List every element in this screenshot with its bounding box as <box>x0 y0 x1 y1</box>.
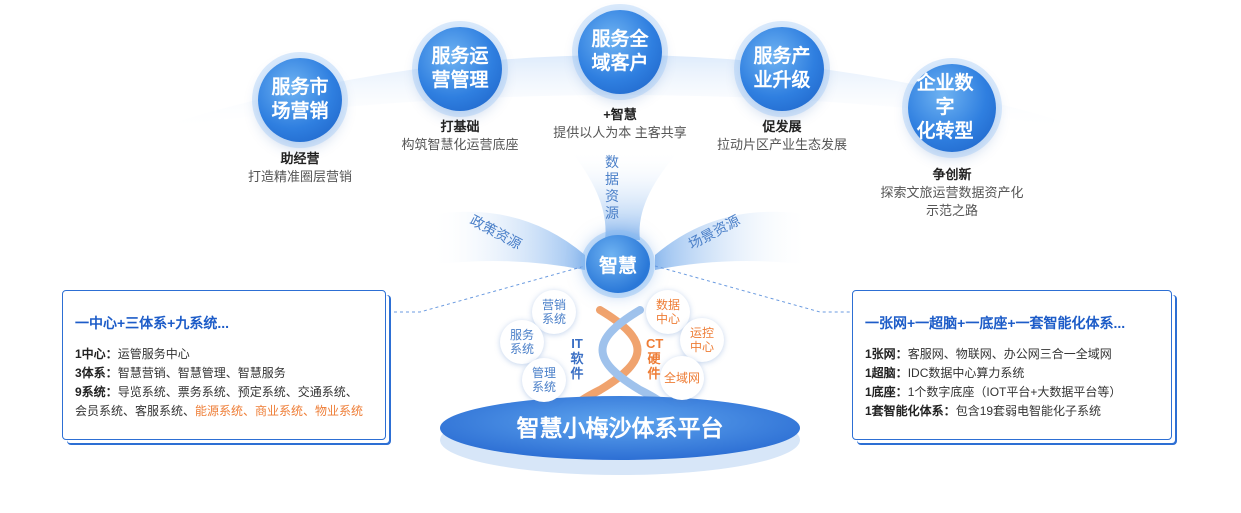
line-text: 客服网、物联网、办公网三合一全域网 <box>907 347 1112 361</box>
service-caption-title: 助经营 <box>280 151 320 166</box>
flow-data-label: 数据资源 <box>605 154 619 221</box>
bubble-text: 数据中心 <box>655 298 680 326</box>
line-key: 1底座： <box>865 385 908 399</box>
it-item-management: 管理系统 <box>522 358 566 402</box>
service-caption-title: 打基础 <box>440 119 480 134</box>
it-item-service: 服务系统 <box>500 320 544 364</box>
platform-disc <box>440 396 800 460</box>
service-name-line1: 企业数字 <box>916 73 974 118</box>
left-panel-body: 1中心：运管服务中心 3体系：智慧营销、智慧管理、智慧服务 9系统：导览系统、票… <box>75 345 363 421</box>
service-caption: 争创新 探索文旅运营数据资产化 示范之路 <box>862 166 1042 220</box>
line-text: IDC数据中心算力系统 <box>907 366 1025 380</box>
left-panel-line: 9系统：导览系统、票务系统、预定系统、交通系统、 <box>75 383 363 402</box>
right-panel-line: 1底座：1个数字底座（IOT平台+大数据平台等） <box>865 383 1121 402</box>
service-name-line1: 服务市 <box>271 77 329 98</box>
line-text: 包含19套弱电智能化子系统 <box>955 404 1102 418</box>
left-beam <box>430 211 585 270</box>
service-market-marketing: 服务市场营销 <box>258 58 342 142</box>
it-item-marketing: 营销系统 <box>532 290 576 334</box>
service-caption-title: 争创新 <box>932 167 972 182</box>
service-caption-desc: 提供以人为本 主客共享 <box>553 125 687 140</box>
ct-item-data-center: 数据中心 <box>646 290 690 334</box>
it-software-label: IT软件 <box>570 336 584 381</box>
service-name-line2: 域客户 <box>591 53 649 74</box>
line-text: 会员系统、客服系统、 <box>75 404 196 418</box>
line-text: 1个数字底座（IOT平台+大数据平台等） <box>907 385 1122 399</box>
service-name-line2: 化转型 <box>916 121 974 142</box>
line-key: 1中心： <box>75 347 118 361</box>
service-caption-title: 促发展 <box>762 119 802 134</box>
right-panel-body: 1张网：客服网、物联网、办公网三合一全域网 1超脑：IDC数据中心算力系统 1底… <box>865 345 1121 421</box>
service-digital-transformation: 企业数字化转型 <box>908 64 996 152</box>
service-caption-desc: 拉动片区产业生态发展 <box>716 137 847 152</box>
service-name-line2: 场营销 <box>271 101 329 122</box>
service-name-line2: 营管理 <box>431 70 489 91</box>
right-beam <box>655 211 810 270</box>
left-panel-line: 1中心：运管服务中心 <box>75 345 363 364</box>
service-name-line2: 业升级 <box>753 70 811 91</box>
line-key: 3体系： <box>75 366 118 380</box>
hub-smart: 智慧 <box>586 235 650 293</box>
line-text: 导览系统、票务系统、预定系统、交通系统、 <box>117 385 358 399</box>
bubble-text: 运控中心 <box>689 326 714 354</box>
line-key: 1张网： <box>865 347 908 361</box>
bubble-text: 营销系统 <box>541 298 566 326</box>
service-industry-upgrade: 服务产业升级 <box>740 27 824 111</box>
bubble-text: 全域网 <box>664 371 701 385</box>
line-highlight: 能源系统、商业系统、物业系统 <box>195 404 364 418</box>
service-caption-desc: 探索文旅运营数据资产化 <box>880 185 1024 200</box>
center-beam <box>570 150 680 240</box>
service-caption-title: +智慧 <box>603 107 637 122</box>
bubble-text: 管理系统 <box>531 366 556 394</box>
service-all-customers: 服务全域客户 <box>578 10 662 94</box>
right-panel-line: 1张网：客服网、物联网、办公网三合一全域网 <box>865 345 1121 364</box>
service-caption-desc: 打造精准圈层营销 <box>247 169 352 184</box>
service-caption: 促发展 拉动片区产业生态发展 <box>702 118 862 154</box>
left-connector <box>388 265 586 313</box>
service-name-line1: 服务运 <box>431 46 489 67</box>
service-operations: 服务运营管理 <box>418 27 502 111</box>
bubble-text: 服务系统 <box>509 328 534 356</box>
right-panel-line: 1套智能化体系：包含19套弱电智能化子系统 <box>865 402 1121 421</box>
platform-title: 智慧小梅沙体系平台 <box>516 415 724 441</box>
line-key: 1超脑： <box>865 366 908 380</box>
service-name-line1: 服务产 <box>753 46 811 67</box>
line-text: 运管服务中心 <box>117 347 190 361</box>
right-connector <box>654 265 852 313</box>
line-text: 智慧营销、智慧管理、智慧服务 <box>117 366 286 380</box>
service-caption: 助经营 打造精准圈层营销 <box>228 150 372 186</box>
ct-hardware-label: CT硬件 <box>646 336 664 381</box>
line-key: 1套智能化体系： <box>865 404 956 418</box>
left-panel-title: 一中心+三体系+九系统... <box>75 315 230 331</box>
service-caption: 打基础 构筑智慧化运营底座 <box>382 118 538 154</box>
service-caption-desc: 构筑智慧化运营底座 <box>401 137 519 152</box>
service-name-line1: 服务全 <box>591 29 649 50</box>
left-panel: 一中心+三体系+九系统... 1中心：运管服务中心 3体系：智慧营销、智慧管理、… <box>62 290 386 440</box>
ct-item-network: 全域网 <box>660 356 704 400</box>
left-panel-line: 会员系统、客服系统、能源系统、商业系统、物业系统 <box>75 402 363 421</box>
service-caption: +智慧 提供以人为本 主客共享 <box>540 106 700 142</box>
ct-item-control-center: 运控中心 <box>680 318 724 362</box>
service-caption-desc: 示范之路 <box>925 203 978 218</box>
line-key: 9系统： <box>75 385 118 399</box>
right-panel-line: 1超脑：IDC数据中心算力系统 <box>865 364 1121 383</box>
right-panel-title: 一张网+一超脑+一底座+一套智能化体系... <box>865 315 1126 331</box>
right-panel: 一张网+一超脑+一底座+一套智能化体系... 1张网：客服网、物联网、办公网三合… <box>852 290 1172 440</box>
left-panel-line: 3体系：智慧营销、智慧管理、智慧服务 <box>75 364 363 383</box>
